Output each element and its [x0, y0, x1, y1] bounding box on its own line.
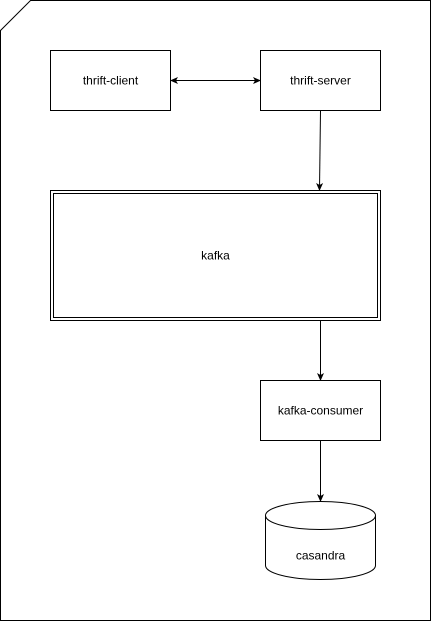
node-kafka-consumer[interactable]: kafka-consumer: [260, 380, 381, 441]
node-thrift-server[interactable]: thrift-server: [260, 50, 381, 111]
node-thrift-server-label: thrift-server: [290, 74, 351, 88]
node-thrift-client[interactable]: thrift-client: [50, 50, 171, 111]
node-thrift-client-label: thrift-client: [83, 74, 139, 88]
node-casandra-label: casandra: [296, 549, 346, 563]
node-casandra[interactable]: casandra: [265, 501, 376, 580]
node-kafka-label: kafka: [201, 249, 230, 263]
node-kafka[interactable]: kafka: [50, 190, 381, 321]
node-kafka-consumer-label: kafka-consumer: [278, 404, 363, 418]
edge-server-kafka: [316, 110, 324, 191]
